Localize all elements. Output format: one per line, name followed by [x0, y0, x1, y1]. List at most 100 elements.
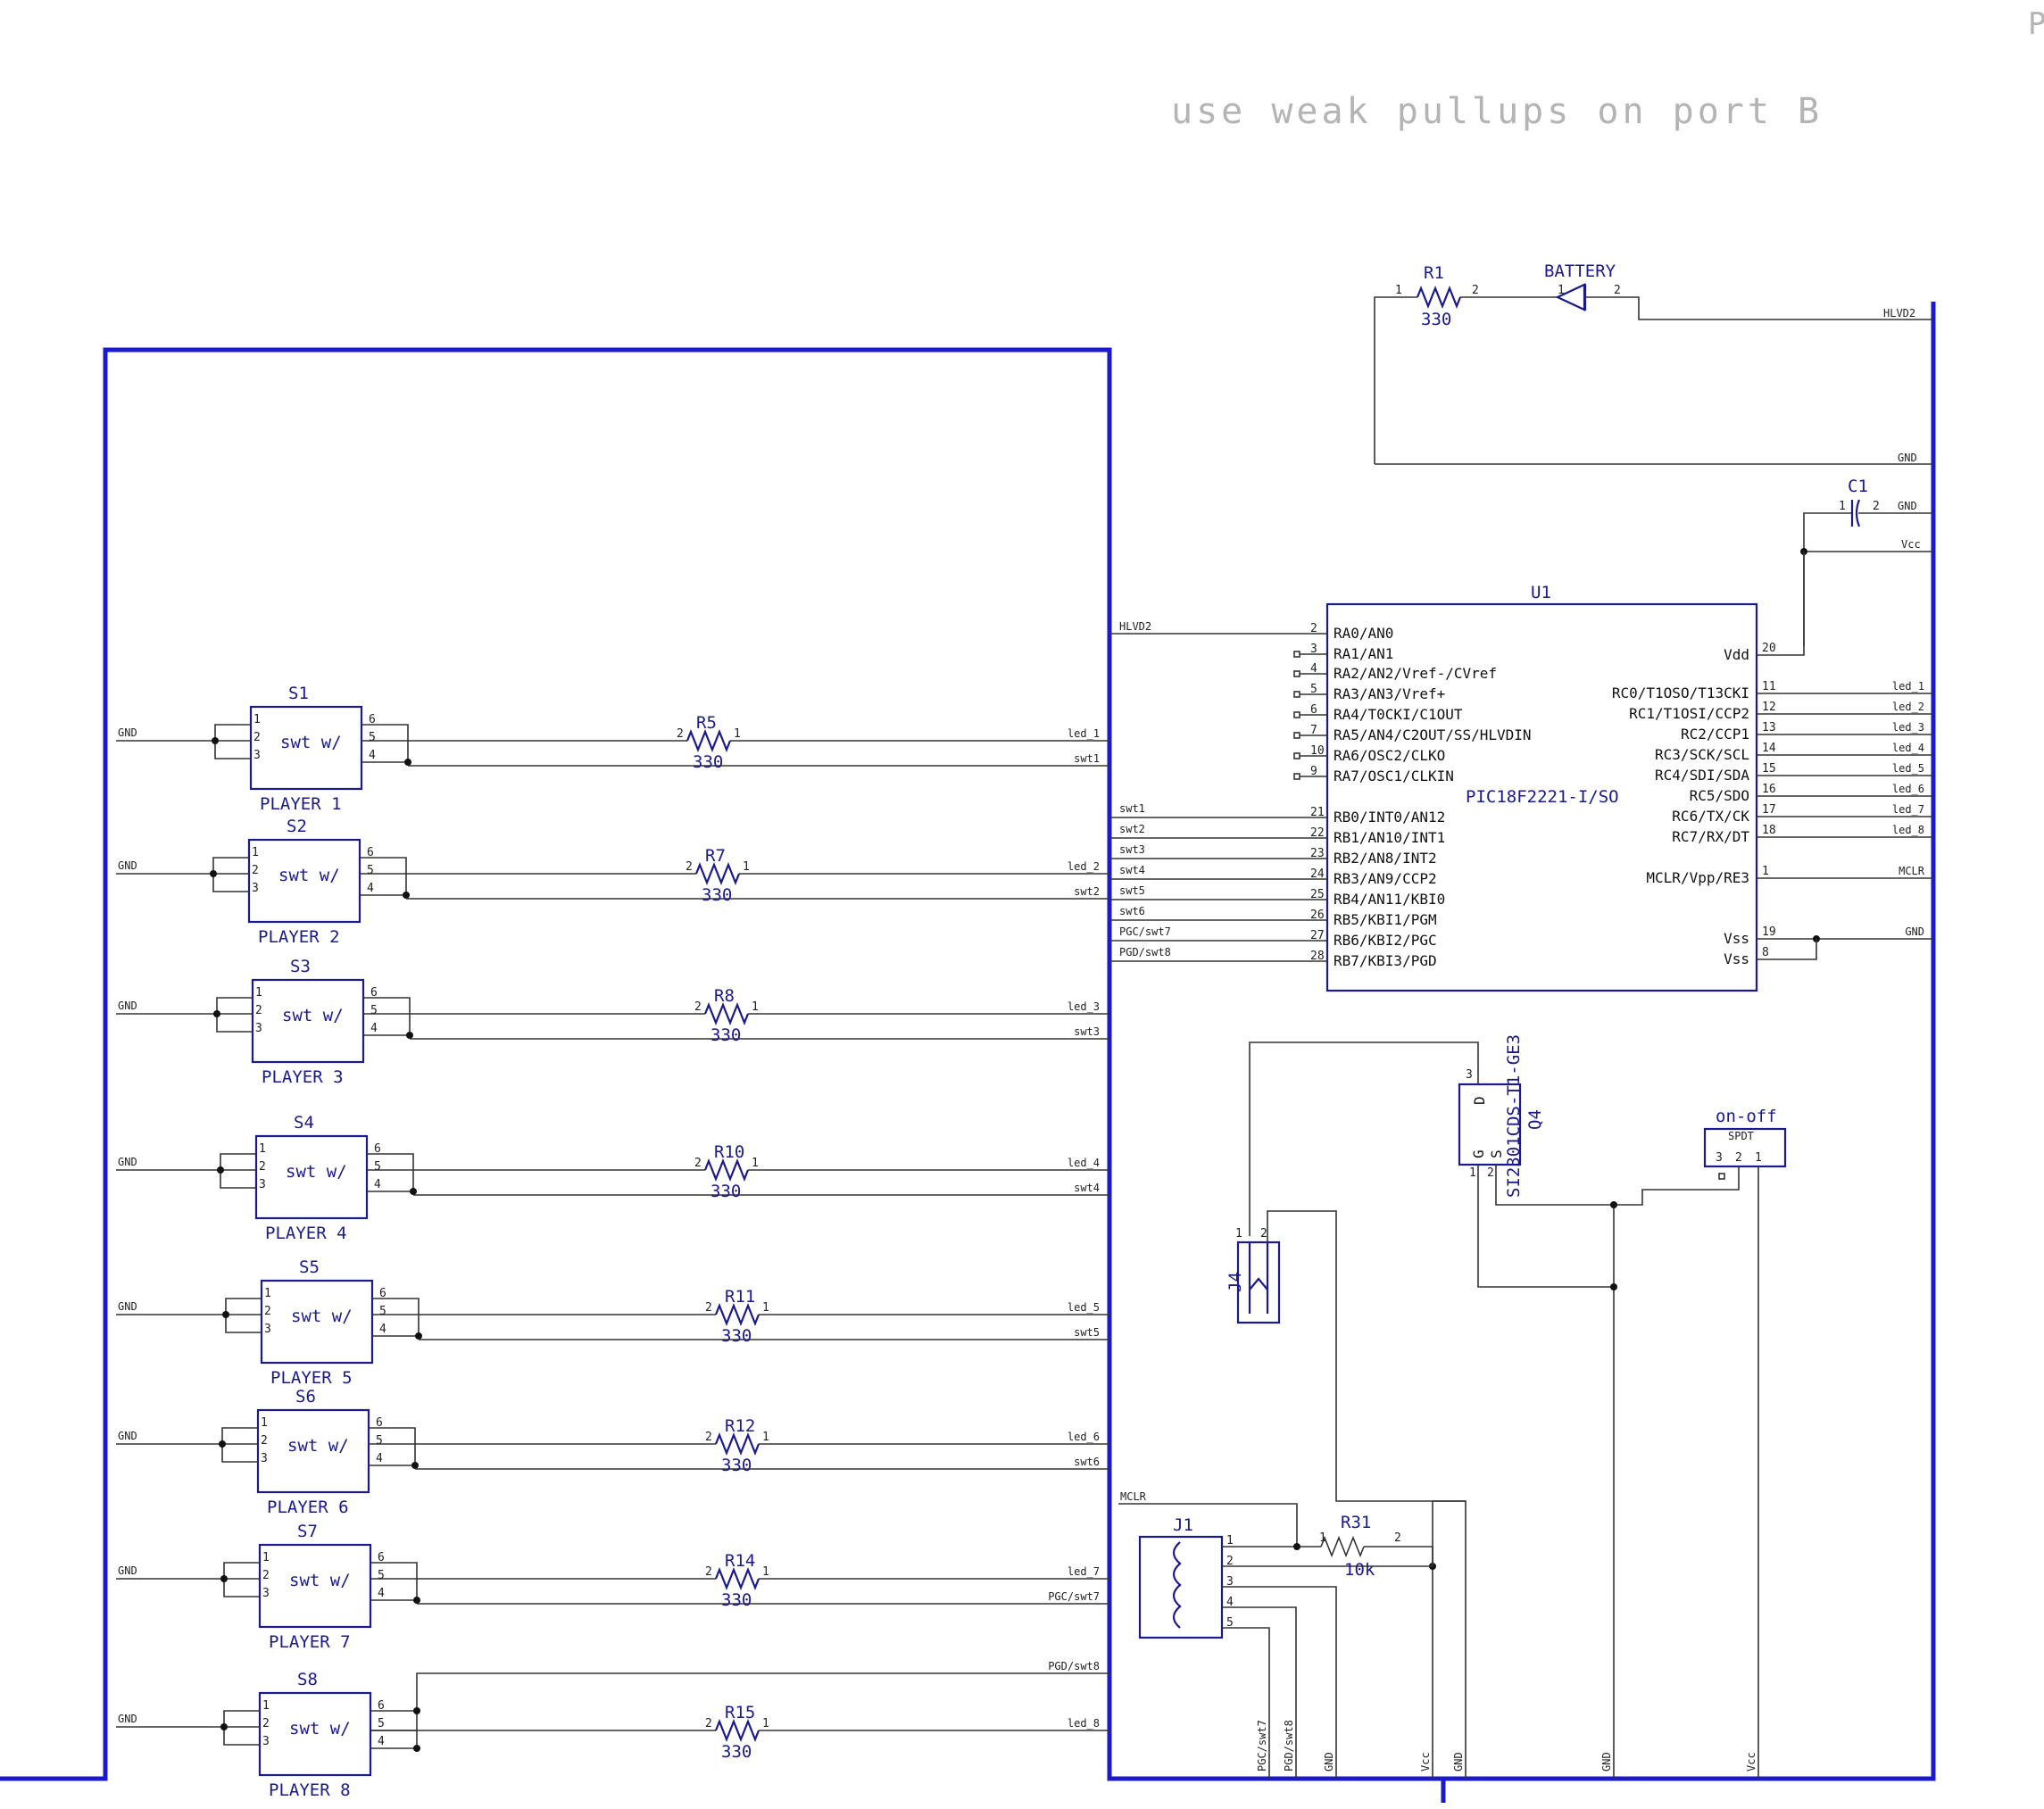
svg-text:2: 2 [705, 1565, 712, 1579]
switch-led-net: led_2 [1068, 860, 1100, 873]
u1-pin-number: 3 [1310, 643, 1317, 656]
u1-pin-name: Vss [1724, 930, 1749, 947]
svg-text:1: 1 [734, 727, 741, 741]
power-supply-section: 1 2 1 2 R1 330 BATTERY HLVD2 GND C1 1 2 … [1374, 261, 1933, 646]
u1-pin-number: 8 [1762, 946, 1769, 959]
svg-text:2: 2 [255, 1004, 262, 1017]
q4-mosfet: D G S Q4 SI2301CDS-T1-GE3 3 1 2 [1249, 1034, 1614, 1288]
svg-text:2: 2 [694, 1157, 702, 1170]
svg-text:1: 1 [261, 1416, 268, 1430]
svg-text:1: 1 [762, 1565, 769, 1579]
svg-text:4: 4 [367, 882, 374, 895]
q4-drain-label: D [1471, 1096, 1488, 1105]
corner-text: P [2028, 6, 2044, 42]
svg-text:6: 6 [376, 1416, 383, 1430]
svg-text:4: 4 [1226, 1596, 1234, 1609]
u1-pin-name: Vss [1724, 950, 1749, 967]
bottom-net-label: Vcc [1745, 1752, 1757, 1772]
svg-text:1: 1 [262, 1699, 270, 1713]
svg-text:1: 1 [259, 1142, 266, 1156]
u1-pin-number: 6 [1310, 703, 1317, 717]
switch-led-net: led_4 [1068, 1157, 1100, 1169]
u1-pin-name: RA3/AN3/Vref+ [1334, 685, 1445, 702]
svg-text:2: 2 [1472, 284, 1479, 297]
svg-text:2: 2 [1614, 284, 1621, 297]
u1-pin-number: 20 [1762, 642, 1776, 655]
u1-left-net: swt2 [1119, 823, 1145, 835]
switch-gnd-net: GND [118, 726, 137, 739]
svg-text:3: 3 [259, 1178, 266, 1191]
svg-text:2: 2 [262, 1569, 270, 1582]
resistor-value: 330 [721, 1590, 752, 1610]
switch-led-net: led_6 [1068, 1431, 1100, 1443]
switch-swt-net: swt4 [1074, 1182, 1100, 1194]
u1-pin-number: 21 [1310, 806, 1325, 819]
u1-pin-number: 5 [1310, 683, 1317, 696]
battery-ref: BATTERY [1544, 261, 1616, 281]
svg-text:2: 2 [253, 731, 261, 744]
switch-gnd-net: GND [118, 859, 137, 872]
svg-text:1: 1 [743, 860, 750, 874]
j1-programming-header: J1 1 2 3 4 5 1 2 R31 10k MCLR [1118, 1490, 1466, 1779]
u1-pin-name: RC3/SCK/SCL [1655, 746, 1749, 763]
u1-left-pins: RA0/AN02HLVD2RA1/AN13RA2/AN2/Vref-/CVref… [1109, 620, 1532, 969]
svg-text:4: 4 [379, 1323, 386, 1336]
bottom-net-label: GND [1600, 1752, 1613, 1772]
u1-right-net: GND [1905, 925, 1924, 938]
bottom-net-label: PGD/swt8 [1283, 1720, 1295, 1772]
u1-pin-name: RA2/AN2/Vref-/CVref [1334, 665, 1497, 682]
svg-text:4: 4 [376, 1452, 383, 1465]
q4-ref: Q4 [1525, 1109, 1545, 1130]
u1-pin-name: RA1/AN1 [1334, 645, 1393, 662]
bottom-net-label: GND [1452, 1752, 1465, 1772]
u1-right-net: MCLR [1899, 865, 1925, 877]
switch-ref: S5 [299, 1257, 320, 1277]
switch-body-label: swt w/ [289, 1571, 351, 1590]
svg-text:1: 1 [1558, 284, 1565, 297]
u1-pin-name: Vdd [1724, 646, 1749, 663]
u1-pin-number: 10 [1310, 744, 1325, 758]
u1-pin-number: 14 [1762, 742, 1776, 755]
svg-text:1: 1 [1319, 1531, 1326, 1545]
switch-gnd-net: GND [118, 1156, 137, 1168]
switch-body-label: swt w/ [287, 1436, 349, 1456]
svg-text:2: 2 [1873, 500, 1880, 513]
switch-gnd-net: GND [118, 1300, 137, 1313]
u1-right-net: led_7 [1892, 803, 1924, 816]
svg-text:6: 6 [378, 1551, 385, 1564]
u1-pin-name: RC6/TX/CK [1672, 808, 1749, 825]
svg-text:5: 5 [376, 1434, 383, 1448]
u1-pin-number: 24 [1310, 867, 1325, 881]
j4-ref: J4 [1226, 1272, 1245, 1292]
net-gnd-c1: GND [1898, 500, 1917, 512]
q4-part: SI2301CDS-T1-GE3 [1504, 1034, 1524, 1198]
u1-right-net: led_6 [1892, 783, 1924, 795]
switch-gnd-net: GND [118, 1564, 137, 1577]
resistor-ref: R10 [714, 1142, 744, 1162]
svg-text:1: 1 [253, 713, 261, 726]
u1-pin-name: MCLR/Vpp/RE3 [1646, 869, 1749, 886]
switch-player-label: PLAYER 5 [270, 1368, 353, 1388]
svg-text:6: 6 [370, 986, 378, 1000]
switch-player-label: PLAYER 6 [267, 1498, 349, 1517]
resistor-ref: R7 [705, 846, 726, 866]
switch-body-label: swt w/ [282, 1006, 344, 1025]
on-off-type: SPDT [1728, 1130, 1754, 1142]
switch-gnd-net: GND [118, 1430, 137, 1442]
svg-text:1: 1 [752, 1000, 759, 1014]
svg-text:5: 5 [379, 1305, 386, 1318]
resistor-ref: R5 [696, 713, 717, 733]
net-mclr-j1: MCLR [1120, 1490, 1147, 1503]
resistor-value: 330 [693, 752, 723, 772]
switch-body-label: swt w/ [280, 733, 342, 752]
switch-body-label: swt w/ [291, 1307, 353, 1326]
resistor-value: 330 [710, 1182, 741, 1201]
svg-text:3: 3 [262, 1587, 270, 1600]
u1-pin-name: RA4/T0CKI/C1OUT [1334, 706, 1463, 723]
svg-text:1: 1 [255, 986, 262, 1000]
svg-text:5: 5 [1226, 1616, 1234, 1630]
u1-pin-number: 28 [1310, 950, 1325, 963]
switch-gnd-net: GND [118, 1713, 137, 1725]
